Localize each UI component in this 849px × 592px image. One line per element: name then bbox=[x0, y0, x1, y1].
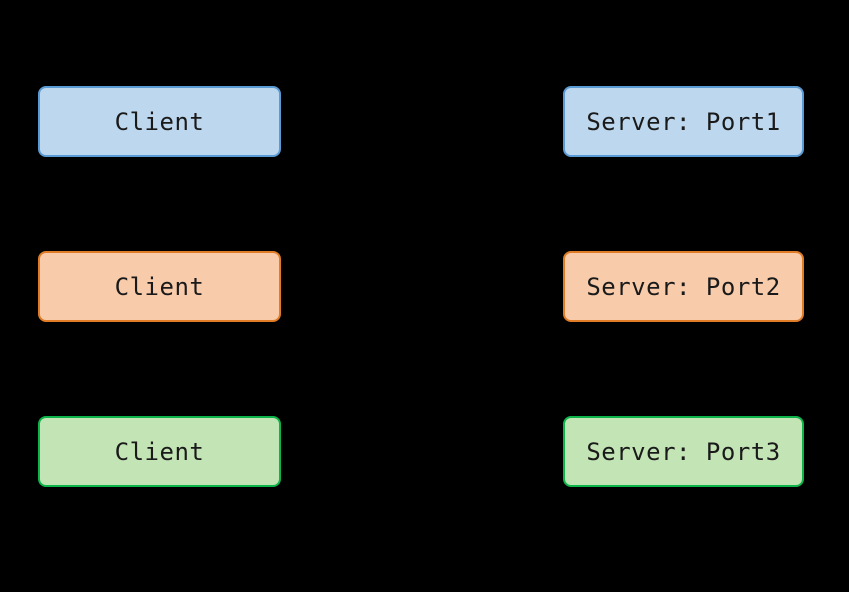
server-node-port3[interactable]: Server: Port3 bbox=[563, 416, 804, 487]
client-node-1-label: Client bbox=[114, 107, 205, 136]
client-node-2[interactable]: Client bbox=[38, 251, 281, 322]
server-node-port3-label: Server: Port3 bbox=[586, 437, 781, 466]
server-node-port1-label: Server: Port1 bbox=[586, 107, 781, 136]
client-node-3-label: Client bbox=[114, 437, 205, 466]
server-node-port2-label: Server: Port2 bbox=[586, 272, 781, 301]
server-node-port2[interactable]: Server: Port2 bbox=[563, 251, 804, 322]
client-node-1[interactable]: Client bbox=[38, 86, 281, 157]
server-node-port1[interactable]: Server: Port1 bbox=[563, 86, 804, 157]
client-node-3[interactable]: Client bbox=[38, 416, 281, 487]
client-node-2-label: Client bbox=[114, 272, 205, 301]
